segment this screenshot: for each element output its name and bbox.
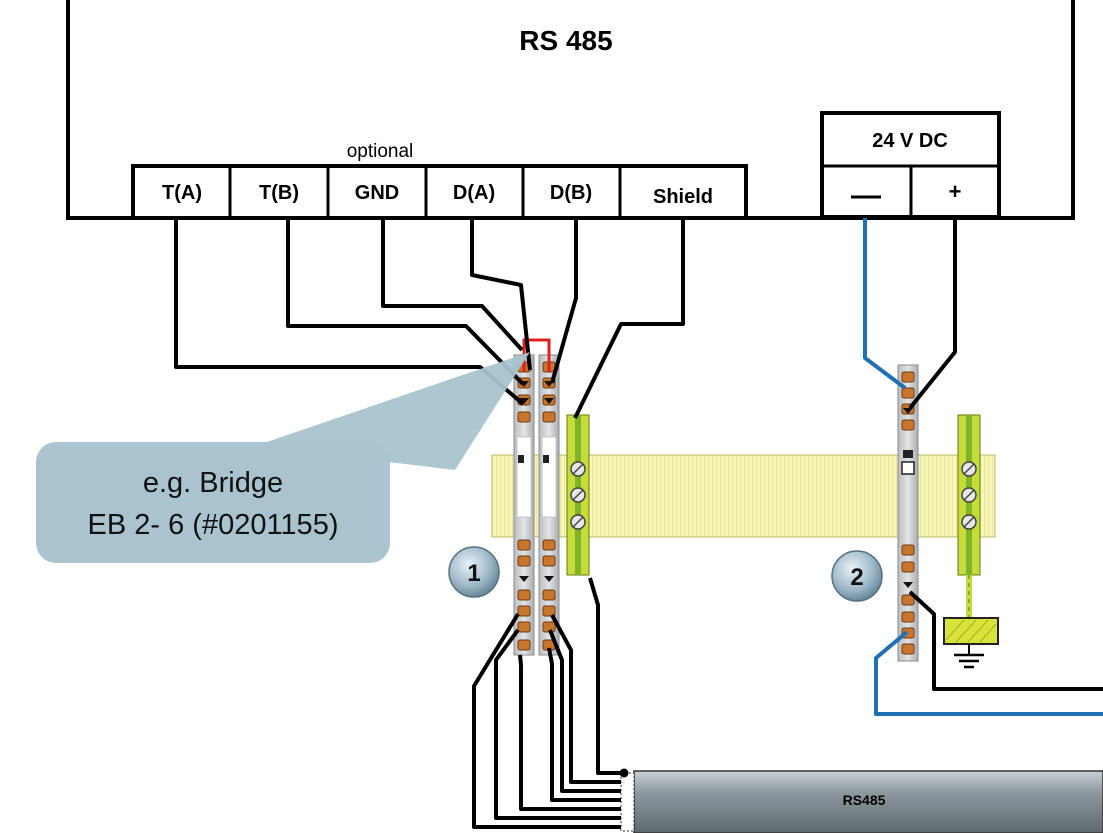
marker-2-label: 2: [850, 564, 863, 591]
device-title: RS 485: [519, 25, 612, 56]
terminal-gnd: GND: [355, 182, 399, 204]
power-plus: +: [949, 179, 962, 204]
wire-power-plus: [908, 218, 957, 410]
wire-out-blue: [874, 630, 1103, 716]
terminal-strip: optional T(A) T(B) GND D(A) D(B) Shield: [131, 141, 748, 220]
power-title: 24 V DC: [872, 130, 948, 152]
terminal-block-1: [513, 354, 590, 656]
callout-line2: EB 2- 6 (#0201155): [88, 509, 339, 541]
terminal-da: D(A): [453, 182, 495, 204]
wire-out-black: [908, 590, 1103, 691]
terminal-block-2: [897, 364, 981, 662]
power-supply-box: 24 V DC — +: [820, 111, 1001, 219]
marker-1-label: 1: [467, 560, 480, 587]
terminal-db: D(B): [550, 182, 592, 204]
terminal-ta: T(A): [162, 182, 202, 204]
marker-2: 2: [831, 550, 883, 602]
wire-power-minus: [863, 218, 907, 390]
power-minus: —: [851, 179, 881, 212]
optional-label: optional: [347, 141, 414, 162]
cable-shield-junction: [619, 768, 629, 778]
terminal-shield: Shield: [653, 186, 713, 208]
callout-line1: e.g. Bridge: [143, 467, 283, 499]
marker-1: 1: [448, 546, 500, 598]
rs485-cable: RS485: [620, 770, 1103, 833]
wires-block1-to-cable: [472, 577, 621, 829]
terminal-tb: T(B): [259, 182, 299, 204]
cable-label: RS485: [843, 792, 886, 808]
ground-symbol: [943, 575, 999, 669]
bridge-callout: e.g. Bridge EB 2- 6 (#0201155): [36, 352, 530, 563]
